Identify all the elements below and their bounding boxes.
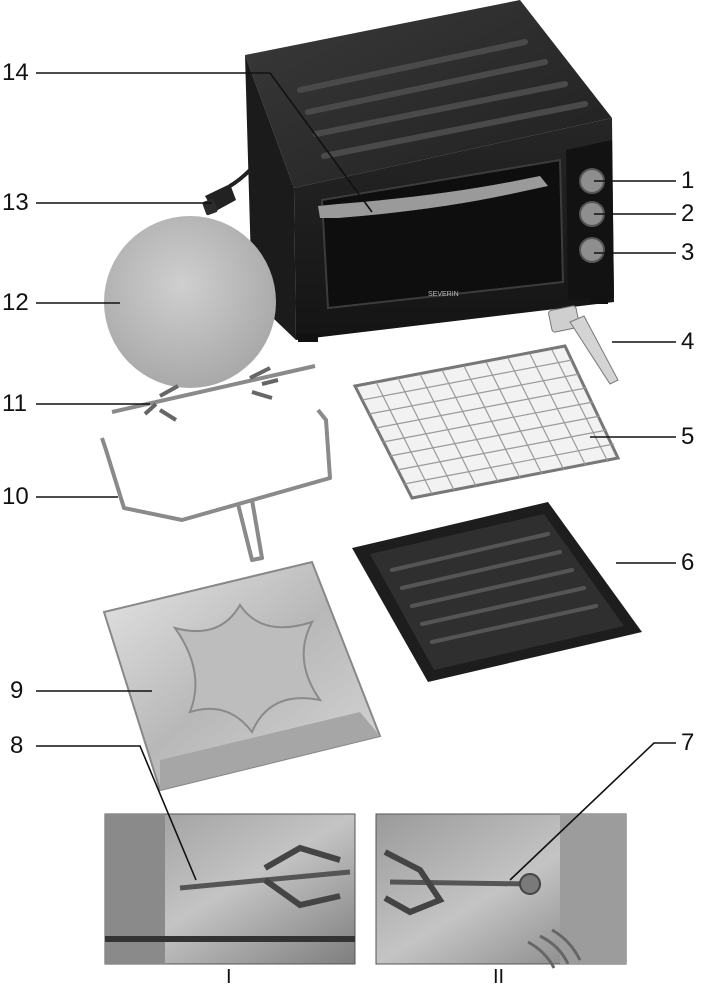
callout-10: 10 [2,485,29,509]
callout-2: 2 [681,202,694,226]
callout-11: 11 [2,392,27,416]
detail-caption-left: I [226,966,232,989]
callout-9: 9 [10,679,23,703]
callout-8: 8 [10,734,23,758]
baking-tray [352,502,642,682]
callout-13: 13 [2,191,29,215]
oven-brand: SEVERIN [428,291,459,298]
detail-caption-right: II [493,966,504,989]
oven: SEVERIN [245,0,614,342]
detail-photo-right [376,814,626,968]
wire-rack [355,346,618,498]
callout-1: 1 [681,169,694,193]
callout-6: 6 [681,551,694,575]
knob-3 [580,238,604,262]
callout-4: 4 [681,330,694,354]
callout-12: 12 [2,291,29,315]
pizza-stone [104,216,276,388]
callout-7: 7 [681,731,694,755]
callout-3: 3 [681,241,694,265]
detail-photo-left [105,814,355,964]
crumb-tray [104,562,380,790]
callout-14: 14 [2,61,29,85]
callout-5: 5 [681,425,694,449]
power-plug [202,170,250,216]
rotisserie-holder [102,410,330,560]
